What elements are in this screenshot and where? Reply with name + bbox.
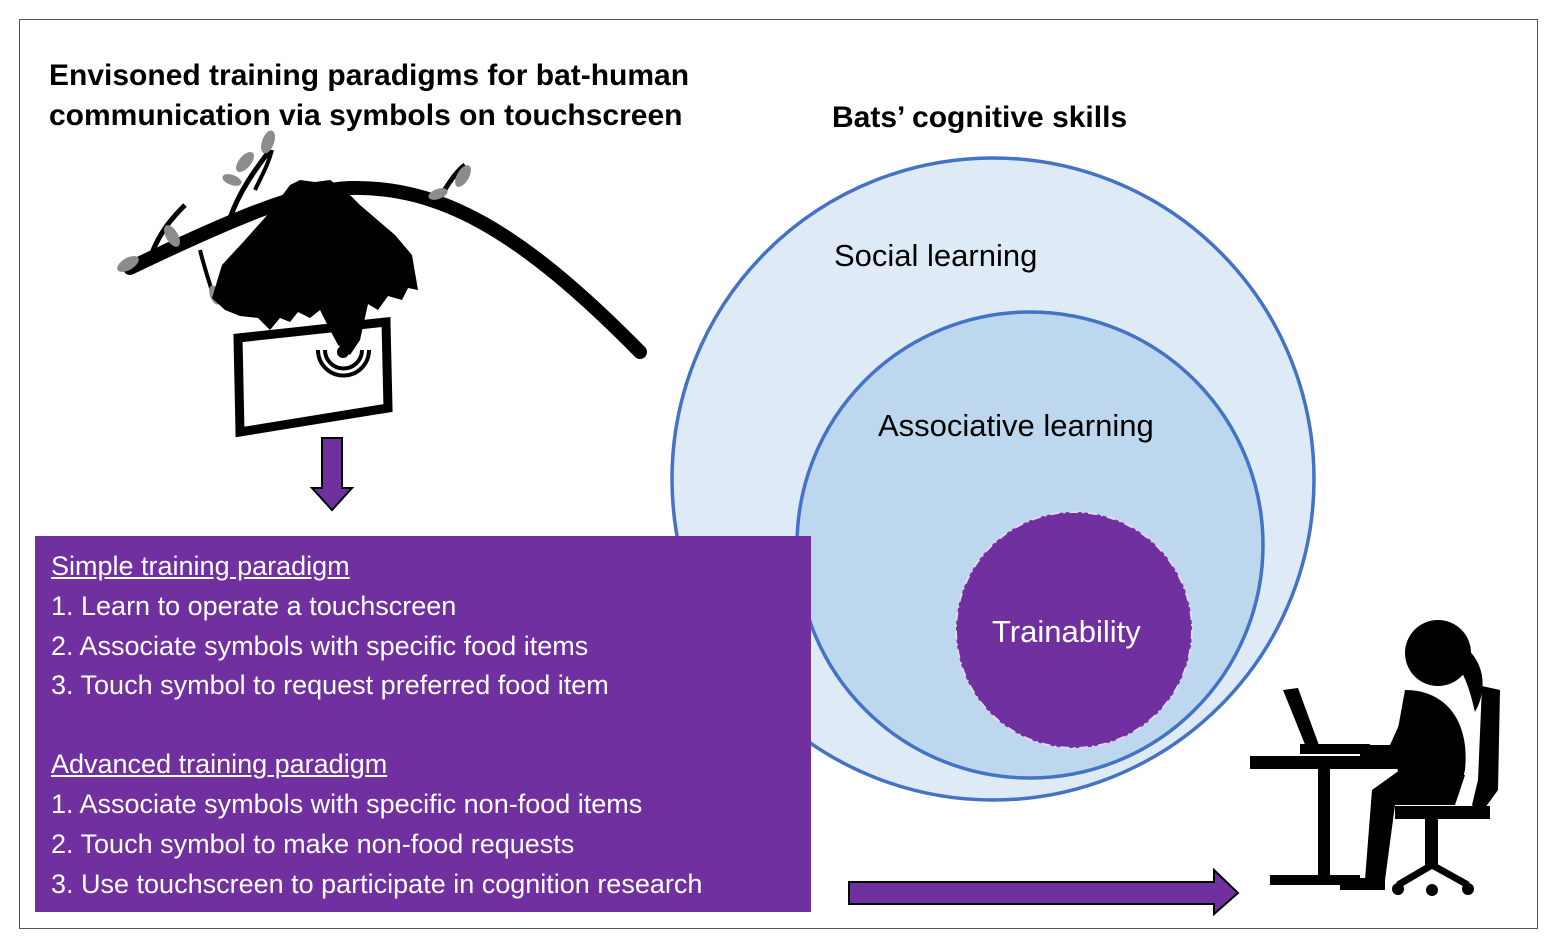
simple-step: 3. Touch symbol to request preferred foo… — [51, 670, 609, 701]
paradigm-spacer — [51, 706, 811, 745]
simple-step: 1. Learn to operate a touchscreen — [51, 590, 457, 621]
bat-on-branch-icon — [117, 130, 647, 359]
figure-frame — [19, 19, 1538, 929]
social-learning-label: Social learning — [834, 238, 1038, 273]
trainability-circle — [955, 511, 1193, 749]
down-arrow-icon — [309, 437, 355, 512]
trainability-label: Trainability — [992, 614, 1141, 649]
left-title: Envisoned training paradigms for bat-hum… — [49, 56, 769, 136]
right-title: Bats’ cognitive skills — [832, 101, 1128, 134]
simple-paradigm-heading: Simple training paradigm — [51, 551, 350, 581]
training-paradigms-box: Simple training paradigm 1. Learn to ope… — [35, 536, 811, 912]
simple-step: 2. Associate symbols with specific food … — [51, 630, 589, 661]
left-title-line2: communication via symbols on touchscreen — [49, 99, 683, 132]
left-title-line1: Envisoned training paradigms for bat-hum… — [49, 59, 690, 92]
advanced-step: 1. Associate symbols with specific non-f… — [51, 788, 643, 819]
touchscreen-icon — [233, 316, 393, 438]
advanced-step: 3. Use touchscreen to participate in cog… — [51, 868, 703, 899]
right-arrow-icon — [848, 867, 1240, 917]
associative-learning-label: Associative learning — [878, 408, 1154, 443]
advanced-step: 2. Touch symbol to make non-food request… — [51, 828, 575, 859]
person-at-laptop-icon — [1250, 620, 1500, 896]
advanced-paradigm-heading: Advanced training paradigm — [51, 749, 388, 780]
